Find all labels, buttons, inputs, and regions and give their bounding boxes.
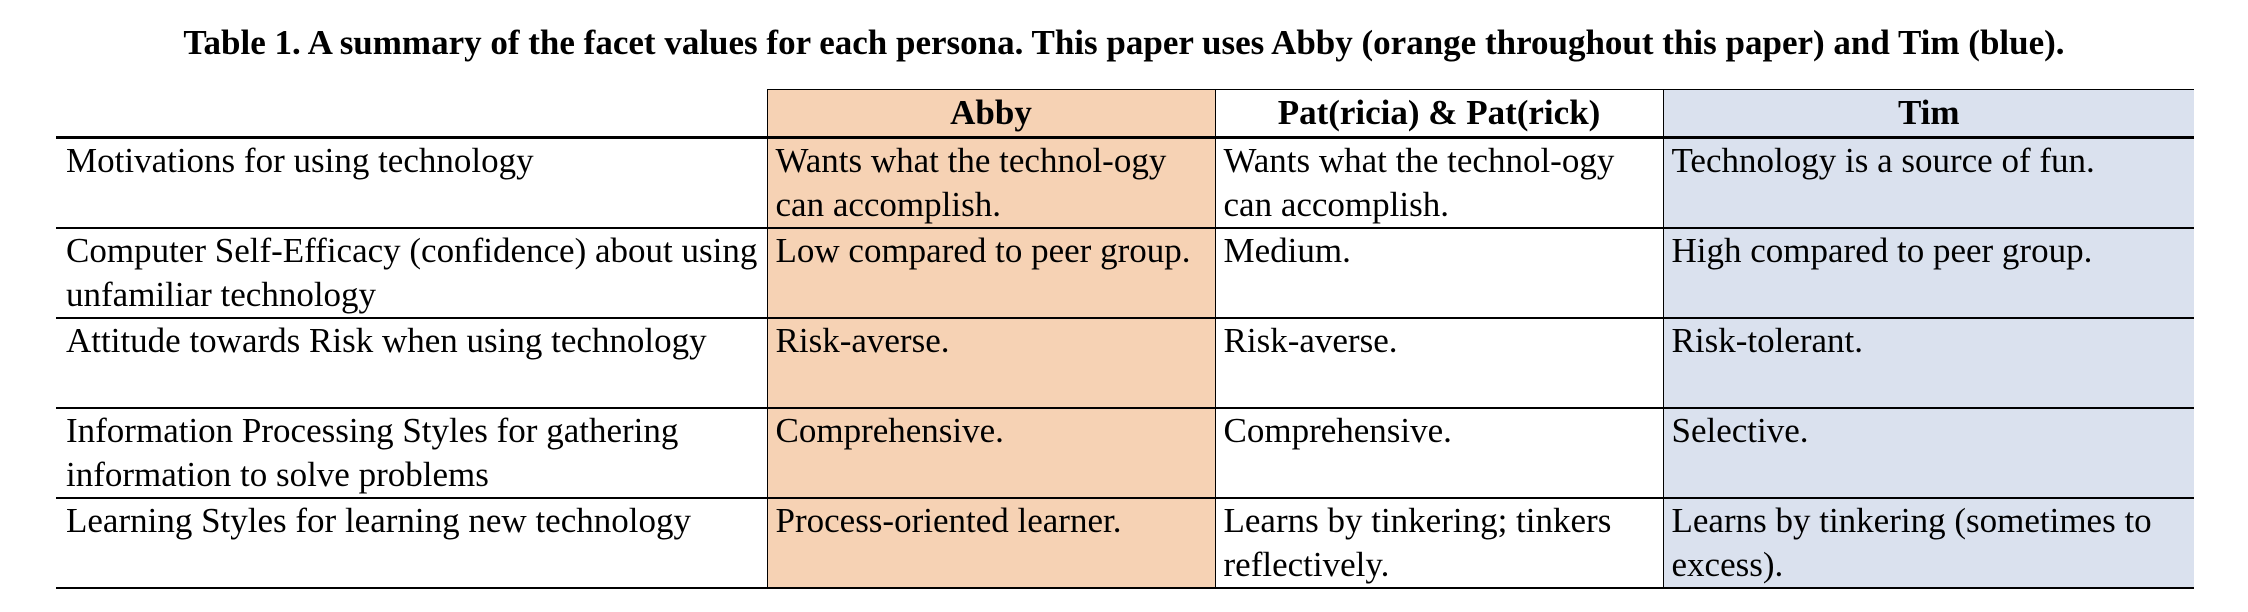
header-abby: Abby	[766, 89, 1215, 139]
facet-motivations: Motivations for using technology	[56, 137, 767, 229]
tim-info-processing: Selective.	[1662, 408, 2194, 499]
abby-learning-styles: Process-oriented learner.	[766, 498, 1215, 589]
facet-learning-styles: Learning Styles for learning new technol…	[56, 498, 767, 589]
table-row: Learning Styles for learning new technol…	[56, 498, 2194, 589]
tim-risk: Risk-tolerant.	[1662, 318, 2194, 409]
facet-self-efficacy: Computer Self-Efficacy (confidence) abou…	[56, 228, 767, 319]
pat-info-processing: Comprehensive.	[1214, 408, 1663, 499]
tim-self-efficacy: High compared to peer group.	[1662, 228, 2194, 319]
facet-info-processing: Information Processing Styles for gather…	[56, 408, 767, 499]
table-row: Attitude towards Risk when using technol…	[56, 318, 2194, 409]
abby-self-efficacy: Low compared to peer group.	[766, 228, 1215, 319]
header-pat: Pat(ricia) & Pat(rick)	[1214, 89, 1663, 139]
abby-info-processing: Comprehensive.	[766, 408, 1215, 499]
pat-motivations: Wants what the technol-ogy can accomplis…	[1214, 137, 1663, 229]
persona-facet-table: Abby Pat(ricia) & Pat(rick) Tim Motivati…	[56, 89, 2194, 589]
header-tim: Tim	[1662, 89, 2194, 139]
table-row: Computer Self-Efficacy (confidence) abou…	[56, 228, 2194, 319]
table-caption: Table 1. A summary of the facet values f…	[183, 23, 2065, 62]
table-header-row: Abby Pat(ricia) & Pat(rick) Tim	[56, 89, 2194, 139]
table-row: Motivations for using technology Wants w…	[56, 137, 2194, 229]
abby-motivations: Wants what the technol-ogy can accomplis…	[766, 137, 1215, 229]
pat-learning-styles: Learns by tinkering; tinkers reflectivel…	[1214, 498, 1663, 589]
header-facet	[56, 89, 767, 139]
abby-risk: Risk-averse.	[766, 318, 1215, 409]
facet-risk: Attitude towards Risk when using technol…	[56, 318, 767, 409]
table-row: Information Processing Styles for gather…	[56, 408, 2194, 499]
pat-self-efficacy: Medium.	[1214, 228, 1663, 319]
pat-risk: Risk-averse.	[1214, 318, 1663, 409]
tim-learning-styles: Learns by tinkering (sometimes to excess…	[1662, 498, 2194, 589]
tim-motivations: Technology is a source of fun.	[1662, 137, 2194, 229]
